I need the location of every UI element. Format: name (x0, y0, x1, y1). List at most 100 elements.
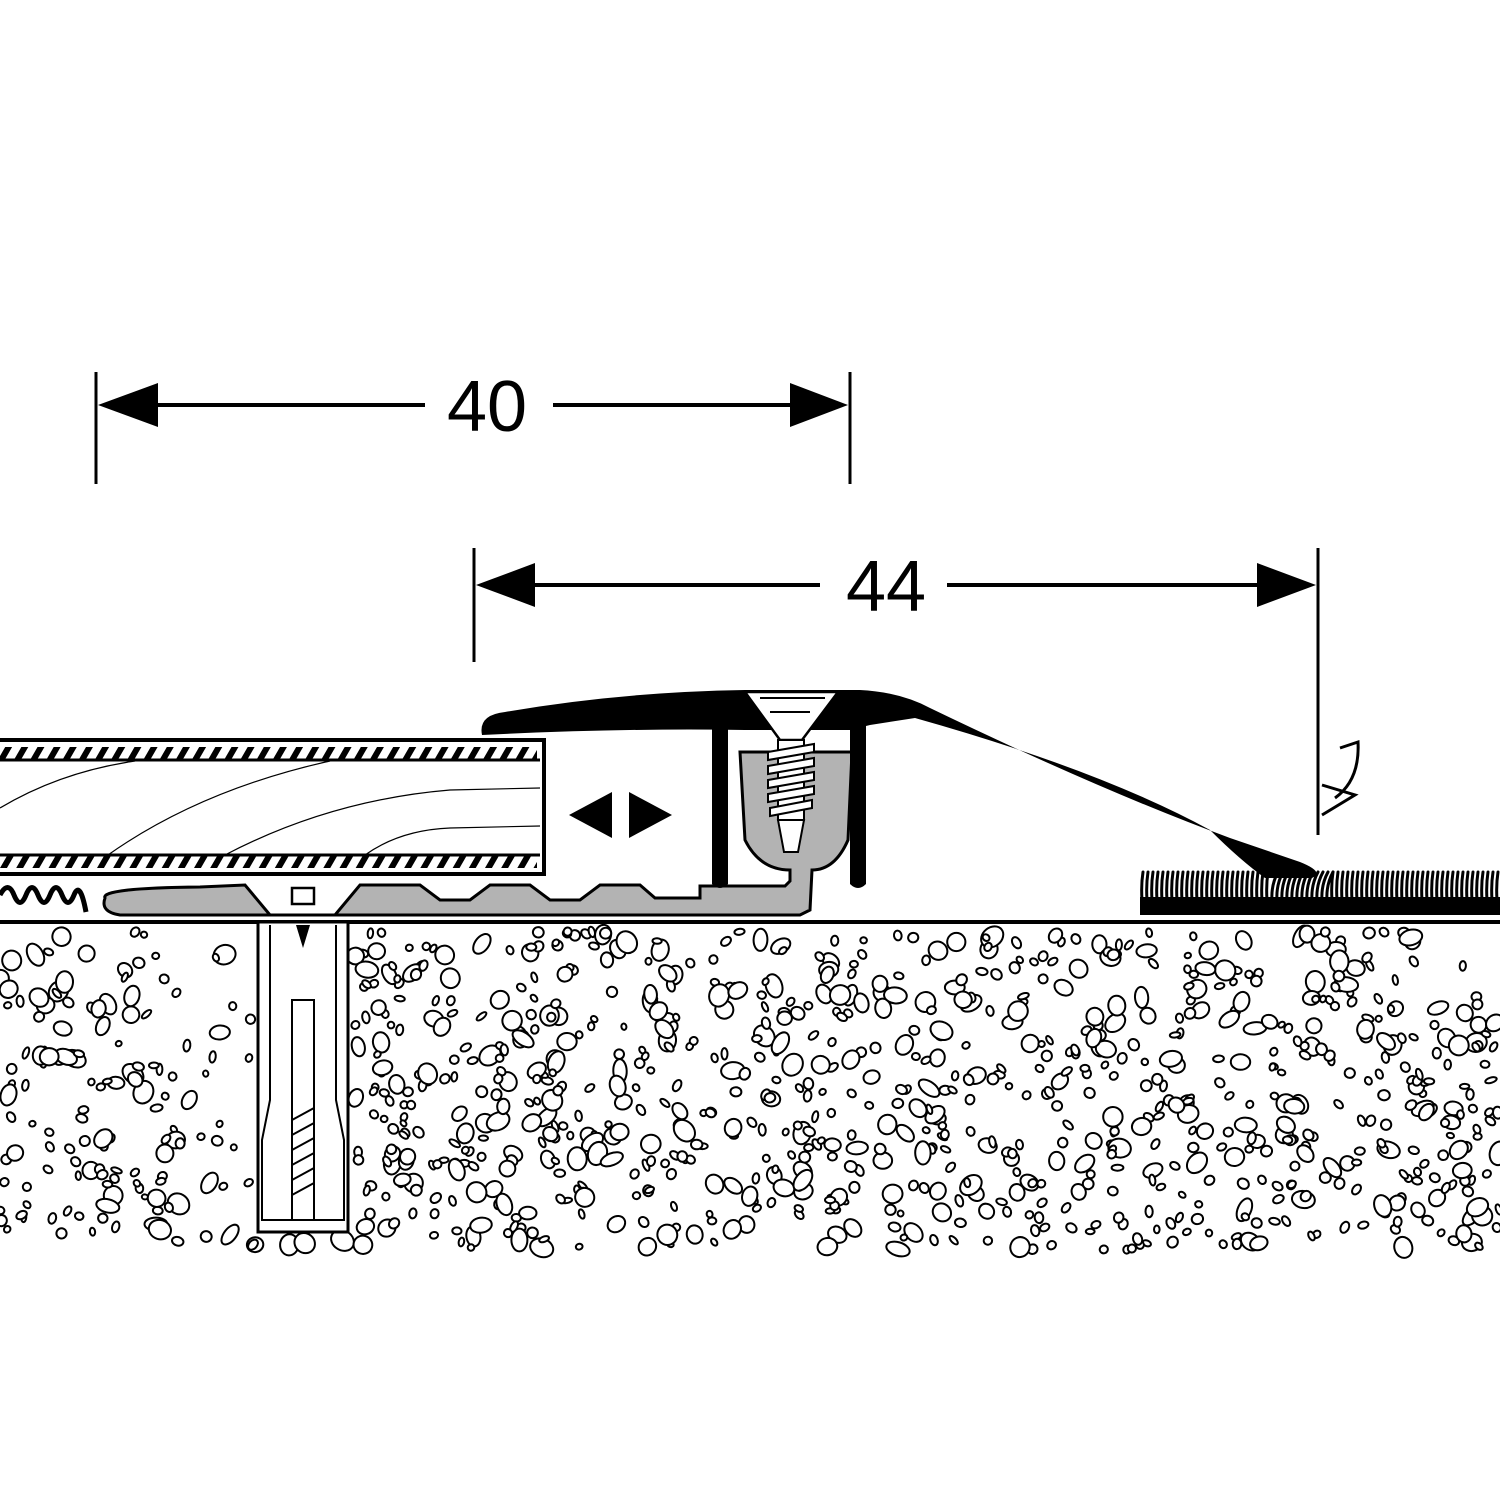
pebble (910, 1051, 921, 1062)
pebble (845, 1140, 869, 1156)
pebble (789, 1005, 806, 1021)
pebble (566, 1146, 588, 1172)
pebble (28, 1119, 37, 1128)
pebble (1245, 1099, 1255, 1109)
pebble (378, 1088, 390, 1098)
pebble (1034, 1063, 1045, 1074)
pebble (129, 1167, 141, 1178)
pebble (766, 1197, 777, 1209)
pebble (1350, 1158, 1363, 1167)
pebble (1480, 1029, 1492, 1039)
pebble (96, 1169, 109, 1181)
pebble (1455, 1003, 1474, 1023)
pebble (451, 1226, 463, 1236)
pebble (129, 926, 141, 938)
pebble (367, 942, 386, 961)
pebble (869, 1041, 882, 1055)
pebble (658, 964, 678, 983)
pebble (1471, 998, 1484, 1011)
pebble (1139, 1079, 1153, 1093)
pebble (405, 1099, 417, 1111)
pebble (524, 1097, 535, 1108)
pebble (21, 1181, 32, 1193)
pebble (644, 956, 653, 966)
pebble (131, 1061, 145, 1072)
pebble (1047, 956, 1059, 967)
pebble (760, 1016, 772, 1030)
pebble (1114, 938, 1123, 952)
pebble (961, 1041, 971, 1050)
pebble (1229, 1053, 1252, 1071)
pebble (753, 1051, 766, 1063)
pebble (778, 946, 788, 956)
pebble (354, 960, 380, 979)
pebble (1181, 1227, 1192, 1237)
pebble (530, 971, 539, 984)
carpet-fiber (1140, 870, 1145, 902)
pebble (939, 1145, 952, 1154)
pebble (1467, 1103, 1479, 1114)
pebble (428, 1230, 440, 1240)
pebble (1296, 1144, 1315, 1163)
pebble (409, 1183, 423, 1197)
pebble (376, 927, 387, 938)
pebble (1398, 1169, 1409, 1180)
carpet-fiber (1265, 870, 1270, 902)
pebble (1281, 1215, 1292, 1227)
pebble (1333, 1177, 1346, 1190)
carpet-fiber (1205, 870, 1210, 902)
pebble (644, 1185, 655, 1195)
pebble (1033, 1211, 1045, 1225)
pebble (802, 1089, 813, 1103)
pebble (43, 947, 55, 957)
pebble (533, 1096, 542, 1106)
pebble (73, 1211, 85, 1221)
carpet-fiber (1270, 870, 1280, 902)
pebble (908, 1179, 919, 1192)
pebble (1447, 1034, 1470, 1057)
pebble (1250, 1217, 1263, 1229)
pebble (90, 999, 107, 1019)
pebble (604, 1120, 613, 1129)
pebble (1428, 1172, 1441, 1184)
pebble (883, 986, 908, 1005)
pebble (2, 1225, 12, 1234)
pebble (472, 933, 492, 955)
pebble (1458, 1082, 1471, 1090)
pebble (229, 1143, 238, 1152)
pebble (28, 987, 50, 1008)
pebble (1376, 1032, 1396, 1051)
pebble (1116, 1051, 1128, 1065)
pebble (781, 1127, 790, 1137)
pebble (1144, 1204, 1154, 1219)
carpet-fiber (1470, 870, 1475, 902)
pebble (1020, 1033, 1040, 1054)
pebble (1289, 1160, 1301, 1172)
pebble (1361, 951, 1373, 964)
pebble (70, 1156, 82, 1168)
carpet-fiber (1435, 870, 1440, 902)
pebble (208, 1050, 217, 1064)
pebble (1085, 1027, 1103, 1049)
carpet-fiber (1415, 870, 1420, 902)
pebble (995, 1197, 1008, 1207)
pebble (1269, 1046, 1279, 1057)
pebble (1084, 1131, 1103, 1150)
carpet-fiber (1230, 870, 1235, 902)
pebble (244, 1013, 257, 1025)
pebble (894, 1034, 915, 1056)
pebble (792, 1120, 803, 1131)
pebble (1286, 1179, 1297, 1190)
pebble (1150, 1138, 1161, 1150)
pebble (859, 936, 868, 945)
pebble (1484, 1076, 1498, 1085)
pebble (215, 1119, 224, 1129)
pebble (88, 1226, 97, 1237)
pebble (457, 1236, 466, 1248)
carpet-fiber (1215, 870, 1220, 902)
pebble (550, 1156, 561, 1166)
pebble (1048, 1150, 1066, 1172)
carpet-fiber (1450, 870, 1455, 902)
pebble (498, 1159, 517, 1178)
